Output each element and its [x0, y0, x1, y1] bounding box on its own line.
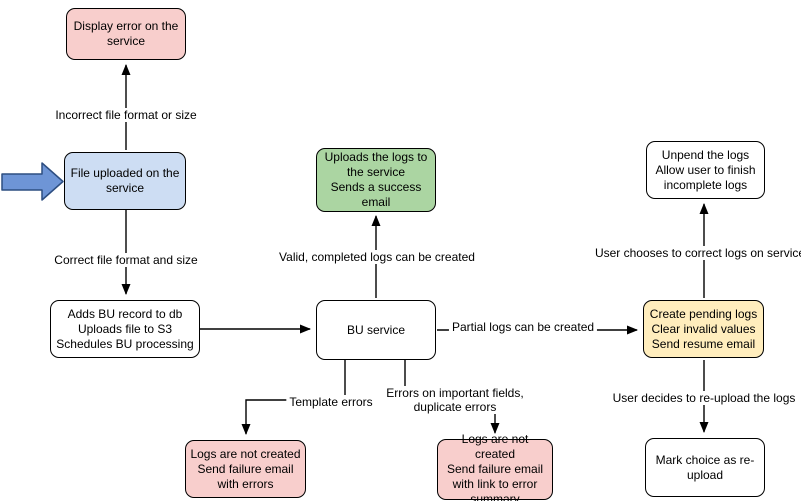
node-adds-bu-record: Adds BU record to db Uploads file to S3 … [50, 300, 200, 358]
node-logs-not-created-summary: Logs are not created Send failure email … [437, 432, 553, 501]
edge-label-important-errors: Errors on important fields, duplicate er… [383, 386, 527, 414]
edge-label-user-corrects: User chooses to correct logs on service [591, 246, 801, 260]
edge-label-template-errors: Template errors [286, 395, 376, 409]
node-display-error: Display error on the service [66, 8, 186, 60]
node-file-uploaded: File uploaded on the service [64, 152, 186, 210]
node-logs-not-created-errors: Logs are not created Send failure email … [185, 440, 306, 498]
edge-label-user-reuploads: User decides to re-upload the logs [609, 391, 799, 405]
edge-label-incorrect-format: Incorrect file format or size [52, 108, 200, 122]
edge-label-correct-format: Correct file format and size [51, 253, 201, 267]
entry-arrow-icon [1, 162, 64, 201]
edge-label-partial-logs: Partial logs can be created [448, 320, 598, 334]
edge-label-valid-logs: Valid, completed logs can be created [276, 250, 478, 264]
node-create-pending-logs: Create pending logs Clear invalid values… [643, 300, 764, 358]
node-mark-choice-reupload: Mark choice as re- upload [645, 438, 765, 497]
node-bu-service: BU service [316, 300, 436, 360]
node-unpend-logs: Unpend the logs Allow user to finish inc… [646, 141, 765, 199]
node-uploads-logs-success: Uploads the logs to the service Sends a … [316, 148, 436, 212]
